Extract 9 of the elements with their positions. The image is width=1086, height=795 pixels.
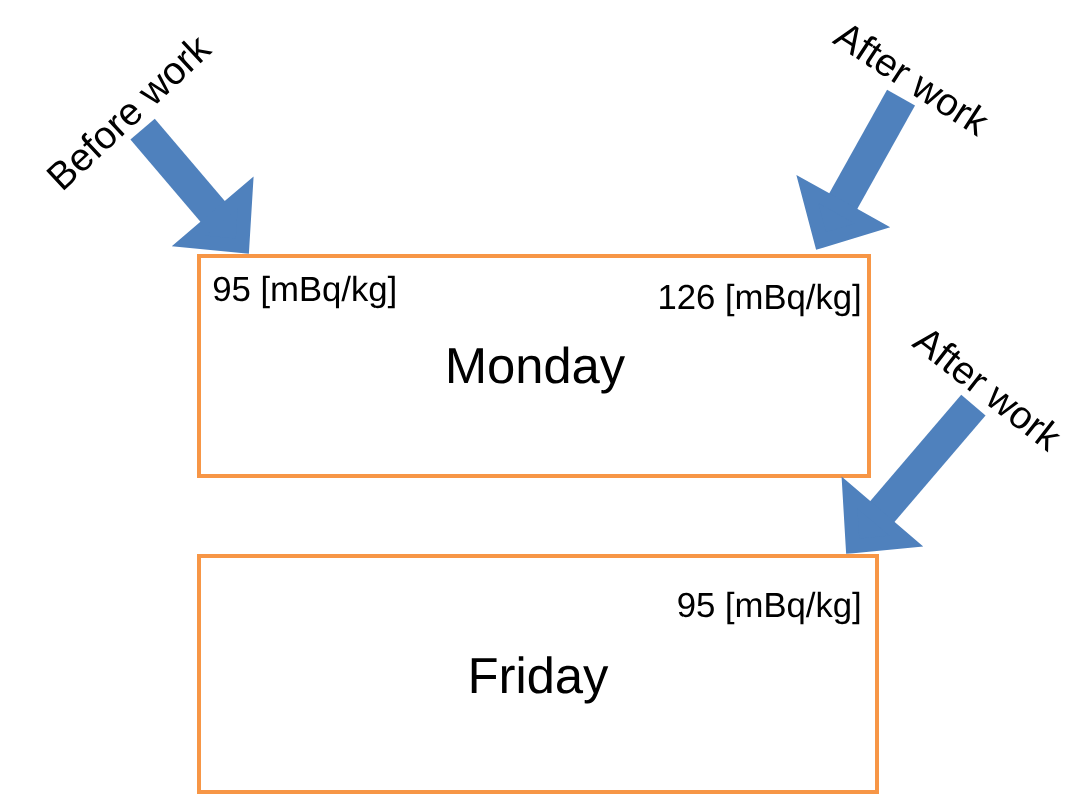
day-box [197,254,871,478]
measurement-label: 95 [mBq/kg] [678,591,860,625]
day-label: Monday [449,346,625,394]
measurement-label: 126 [mBq/kg] [660,283,860,317]
arrow-label: After work [831,25,989,137]
day-label: Friday [471,656,609,704]
block-arrow [130,118,254,254]
measurement-label: 95 [mBq/kg] [213,275,395,309]
day-box [197,554,879,794]
